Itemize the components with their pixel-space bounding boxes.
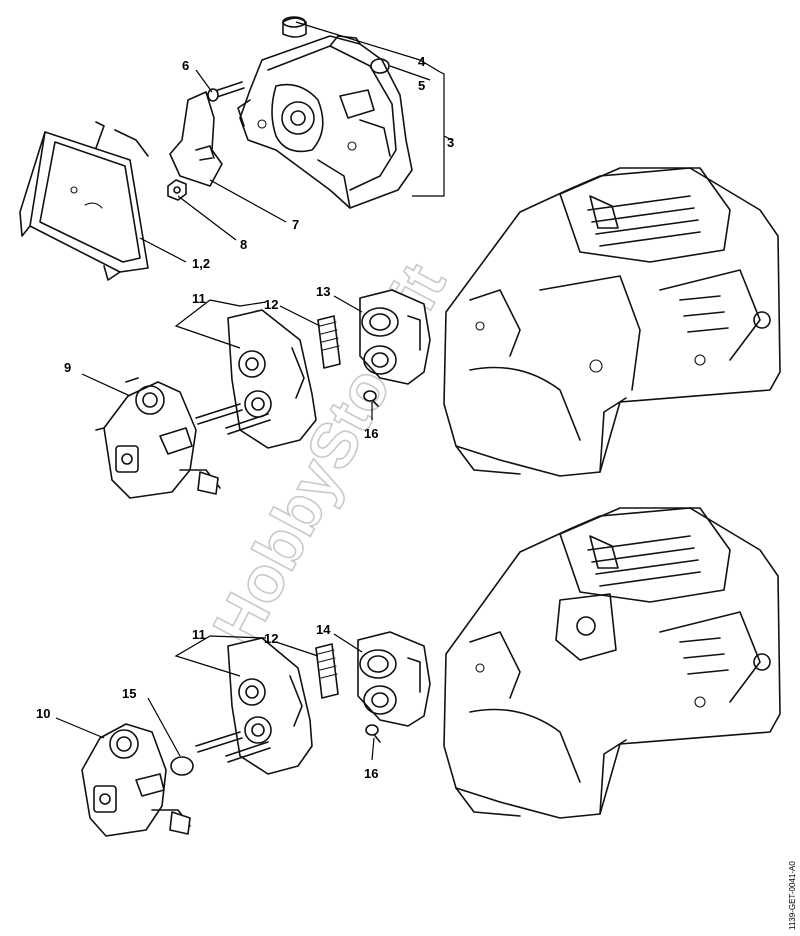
part-flange-top [195,309,317,449]
part-screw [207,81,245,102]
part-screw-small-top [363,390,379,407]
callout-5: 5 [418,78,425,93]
callout-15: 15 [122,686,136,701]
part-gasket-top [317,315,341,369]
part-carburetor-box [237,35,413,209]
callout-6: 6 [182,58,189,73]
part-screw-small-bottom [365,724,381,743]
part-o-ring-small [370,58,390,74]
leader-lines [55,21,453,761]
callout-12-top: 12 [264,297,278,312]
callout-14: 14 [316,622,331,637]
callout-11-top: 11 [192,291,206,306]
callout-13: 13 [316,284,330,299]
callout-16-top: 16 [364,426,378,441]
part-carburetor-bottom [81,723,191,837]
part-gasket-bottom [315,643,339,699]
part-o-ring-large [170,756,194,776]
callout-1-2: 1,2 [192,256,210,271]
reference-code: 1139-GET-0041-A0 [788,861,797,930]
callout-11-bottom: 11 [192,627,206,642]
part-nut [167,179,187,201]
callout-labels: 4 5 3 6 7 8 1,2 11 12 13 9 16 11 12 14 1… [36,54,454,781]
callout-7: 7 [292,217,299,232]
callout-4: 4 [418,54,426,69]
callout-9: 9 [64,360,71,375]
part-grommet [282,16,307,38]
callout-8: 8 [240,237,247,252]
part-intake-manifold-top [359,289,431,385]
callout-12-bottom: 12 [264,631,278,646]
part-intake-manifold-bottom [357,631,431,727]
part-air-filter-frame [19,121,149,281]
engine-block-top [443,167,781,477]
part-baffle [169,91,223,187]
part-carburetor-top [95,377,221,499]
callout-10: 10 [36,706,50,721]
callout-3: 3 [447,135,454,150]
engine-block-bottom [443,507,781,819]
part-flange-bottom [195,637,313,775]
callout-16-bottom: 16 [364,766,378,781]
